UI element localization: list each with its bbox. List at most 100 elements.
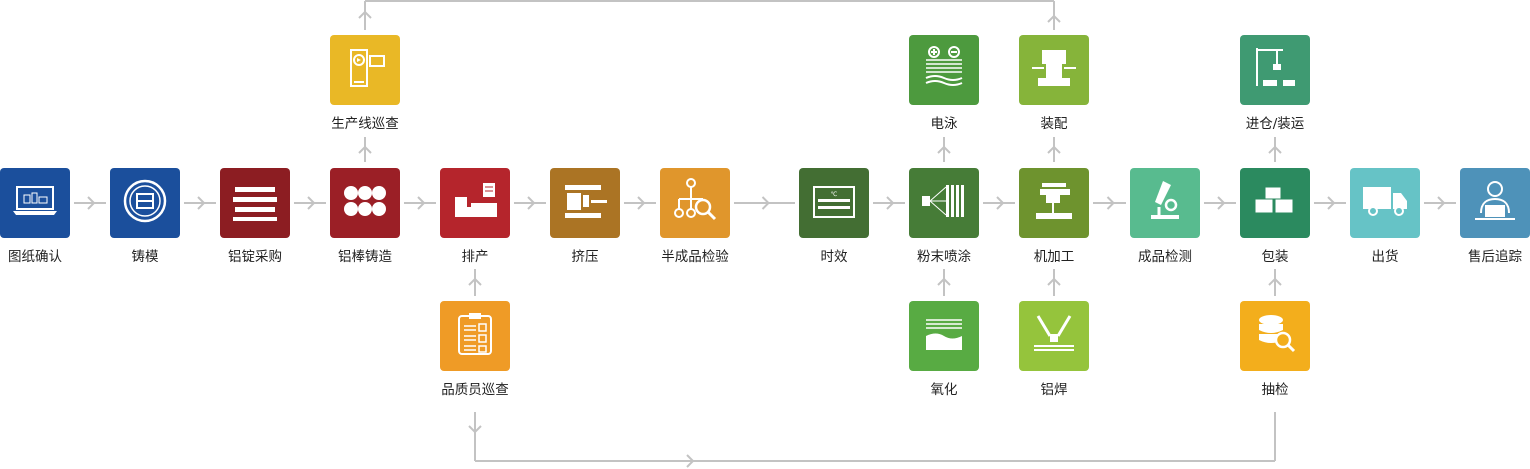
step-shipping[interactable]: 出货 [1350,168,1420,265]
arrow-up-icon [358,10,372,19]
extrusion-label: 挤压 [571,249,599,265]
semi-inspection-tile[interactable] [660,168,730,238]
scheduling-tile[interactable] [440,168,510,238]
step-machining[interactable]: 机加工 [1019,168,1089,265]
arrow-right-icon [686,454,695,468]
cnc-machine-icon [1026,173,1082,233]
video-camera-icon [337,40,393,100]
billet-casting-label: 铝棒铸造 [338,249,392,265]
welding-robot-icon [1026,306,1082,366]
arrow-right-icon [1437,196,1446,210]
billet-casting-tile[interactable] [330,168,400,238]
after-sales-label: 售后追踪 [1468,249,1522,265]
after-sales-tile[interactable] [1460,168,1530,238]
arrow-up-icon [1047,145,1061,154]
arrow-up-icon [468,277,482,286]
assembly-tile[interactable] [1019,35,1089,105]
arrow-right-icon [1106,196,1115,210]
anodizing-tank-icon [916,306,972,366]
powder-coating-tile[interactable] [909,168,979,238]
mold-casting-tile[interactable] [110,168,180,238]
drawing-confirm-label: 图纸确认 [8,249,62,265]
final-inspection-tile[interactable] [1130,168,1200,238]
arrow-right-icon [527,196,536,210]
step-ingot-purchase[interactable]: 铝锭采购 [220,168,290,265]
machining-tile[interactable] [1019,168,1089,238]
step-billet-casting[interactable]: 铝棒铸造 [330,168,400,265]
step-after-sales[interactable]: 售后追踪 [1460,168,1530,265]
step-extrusion[interactable]: 挤压 [550,168,620,265]
extrusion-press-icon [557,173,613,233]
step-welding[interactable]: 铝焊 [1019,301,1089,398]
step-packaging[interactable]: 包装 [1240,168,1310,265]
step-semi-inspection[interactable]: 半成品检验 [660,168,730,265]
ingot-purchase-tile[interactable] [220,168,290,238]
arrow-up-icon [1268,145,1282,154]
qa-patrol-tile[interactable] [440,301,510,371]
sampling-label: 抽检 [1261,382,1289,398]
arrow-up-icon [358,145,372,154]
step-anodizing[interactable]: 氧化 [909,301,979,398]
anodizing-label: 氧化 [930,382,958,398]
arrow-right-icon [761,196,770,210]
packaging-tile[interactable] [1240,168,1310,238]
assembly-label: 装配 [1040,116,1068,132]
arrow-up-icon [1047,277,1061,286]
aging-oven-icon: ℃ [806,173,862,233]
step-scheduling[interactable]: 排产 [440,168,510,265]
assembly-icon [1026,40,1082,100]
aging-tile[interactable]: ℃ [799,168,869,238]
powder-coating-label: 粉末喷涂 [917,249,971,265]
arrow-right-icon [87,196,96,210]
welding-tile[interactable] [1019,301,1089,371]
electro-tank-icon [916,40,972,100]
step-warehouse-loading[interactable]: 进仓/装运 [1240,35,1310,132]
database-search-icon [1247,306,1303,366]
arrow-up-icon [1047,14,1061,23]
factory-schedule-icon [447,173,503,233]
arrow-right-icon [1217,196,1226,210]
step-powder-coating[interactable]: 粉末喷涂 [909,168,979,265]
laptop-blueprint-icon [7,173,63,233]
spray-icon [916,173,972,233]
warehouse-loading-tile[interactable] [1240,35,1310,105]
ingot-stack-icon [227,173,283,233]
arrow-up-icon [1268,277,1282,286]
step-line-patrol[interactable]: 生产线巡查 [330,35,400,132]
machining-label: 机加工 [1033,249,1075,265]
step-assembly[interactable]: 装配 [1019,35,1089,132]
semi-inspection-label: 半成品检验 [661,249,729,265]
welding-label: 铝焊 [1040,382,1068,398]
arrow-right-icon [417,196,426,210]
tree-magnifier-icon [667,173,723,233]
shipping-tile[interactable] [1350,168,1420,238]
boxes-icon [1247,173,1303,233]
clipboard-check-icon [447,306,503,366]
extrusion-tile[interactable] [550,168,620,238]
step-sampling[interactable]: 抽检 [1240,301,1310,398]
arrow-right-icon [996,196,1005,210]
scheduling-label: 排产 [461,249,489,265]
arrow-right-icon [197,196,206,210]
anodizing-tile[interactable] [909,301,979,371]
step-final-inspection[interactable]: 成品检测 [1130,168,1200,265]
drawing-confirm-tile[interactable] [0,168,70,238]
arrow-up-icon [937,277,951,286]
line-patrol-tile[interactable] [330,35,400,105]
arrow-down-icon [468,425,482,434]
arrow-right-icon [1327,196,1336,210]
sampling-tile[interactable] [1240,301,1310,371]
mold-casting-label: 铸模 [131,249,159,265]
step-drawing-confirm[interactable]: 图纸确认 [0,168,70,265]
step-electrophoresis[interactable]: 电泳 [909,35,979,132]
step-mold-casting[interactable]: 铸模 [110,168,180,265]
arrow-right-icon [637,196,646,210]
electrophoresis-tile[interactable] [909,35,979,105]
ingot-purchase-label: 铝锭采购 [228,249,282,265]
step-qa-patrol[interactable]: 品质员巡查 [440,301,510,398]
warehouse-loading-label: 进仓/装运 [1245,116,1305,132]
svg-text:℃: ℃ [831,191,838,198]
shipping-label: 出货 [1371,249,1399,265]
